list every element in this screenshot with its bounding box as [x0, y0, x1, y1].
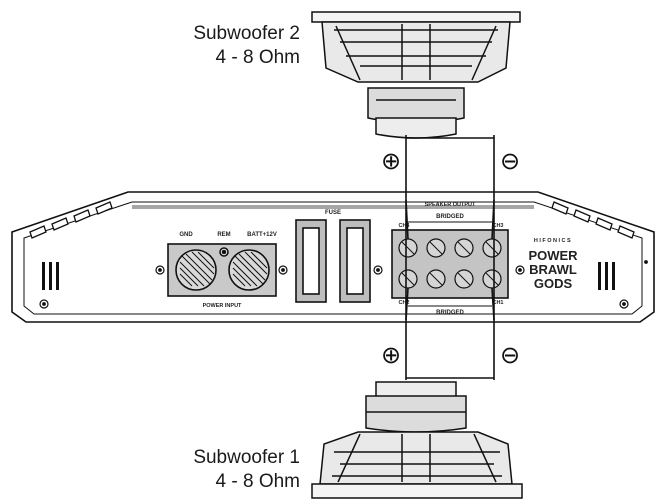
amplifier-labels: GND REM BATT+12V POWER INPUT FUSE SPEAKE… [179, 202, 578, 316]
brand-line-2: BRAWL [529, 262, 577, 277]
polarity-symbols: ⊕ ⊖ ⊕ ⊖ [381, 147, 520, 369]
rem-label: REM [217, 232, 230, 238]
subwoofer-1-name: Subwoofer 1 [193, 447, 300, 468]
ch1-label: CH1 [492, 300, 503, 306]
ch2-label: CH2 [398, 300, 409, 306]
power-input-block [167, 243, 277, 297]
subwoofer-2 [311, 11, 521, 139]
right-vent-slots [598, 262, 615, 290]
subwoofer-1-callout: Subwoofer 1 4 - 8 Ohm [140, 446, 300, 494]
chassis-screws [39, 260, 648, 309]
brand-small: HIFONICS [534, 238, 572, 244]
fuse-label: FUSE [325, 210, 341, 216]
brand-line-3: GODS [534, 276, 573, 291]
top-positive-icon: ⊕ [381, 147, 401, 175]
power-input-label: POWER INPUT [203, 303, 242, 309]
ch4-label: CH4 [398, 223, 410, 229]
bridged-top-label: BRIDGED [436, 214, 464, 220]
gnd-label: GND [179, 232, 193, 238]
bottom-positive-icon: ⊕ [381, 341, 401, 369]
batt-label: BATT+12V [247, 232, 277, 238]
left-vent-slots [42, 262, 59, 290]
right-heatsink-fins [551, 201, 635, 239]
subwoofer-2-name: Subwoofer 2 [193, 23, 300, 44]
left-heatsink-fins [29, 201, 113, 239]
ch3-label: CH3 [492, 223, 503, 229]
speaker-output-block [391, 221, 509, 307]
top-negative-icon: ⊖ [500, 147, 520, 175]
fuse-holders [295, 219, 371, 303]
bottom-negative-icon: ⊖ [500, 341, 520, 369]
brand-line-1: POWER [528, 248, 578, 263]
subwoofer-2-impedance: 4 - 8 Ohm [215, 47, 300, 68]
subwoofer-1 [311, 381, 523, 499]
speaker-wires [405, 135, 495, 380]
subwoofer-2-callout: Subwoofer 2 4 - 8 Ohm [140, 22, 300, 70]
speaker-output-label: SPEAKER OUTPUT [425, 202, 476, 208]
subwoofer-1-impedance: 4 - 8 Ohm [215, 471, 300, 492]
bridged-bottom-label: BRIDGED [436, 310, 464, 316]
